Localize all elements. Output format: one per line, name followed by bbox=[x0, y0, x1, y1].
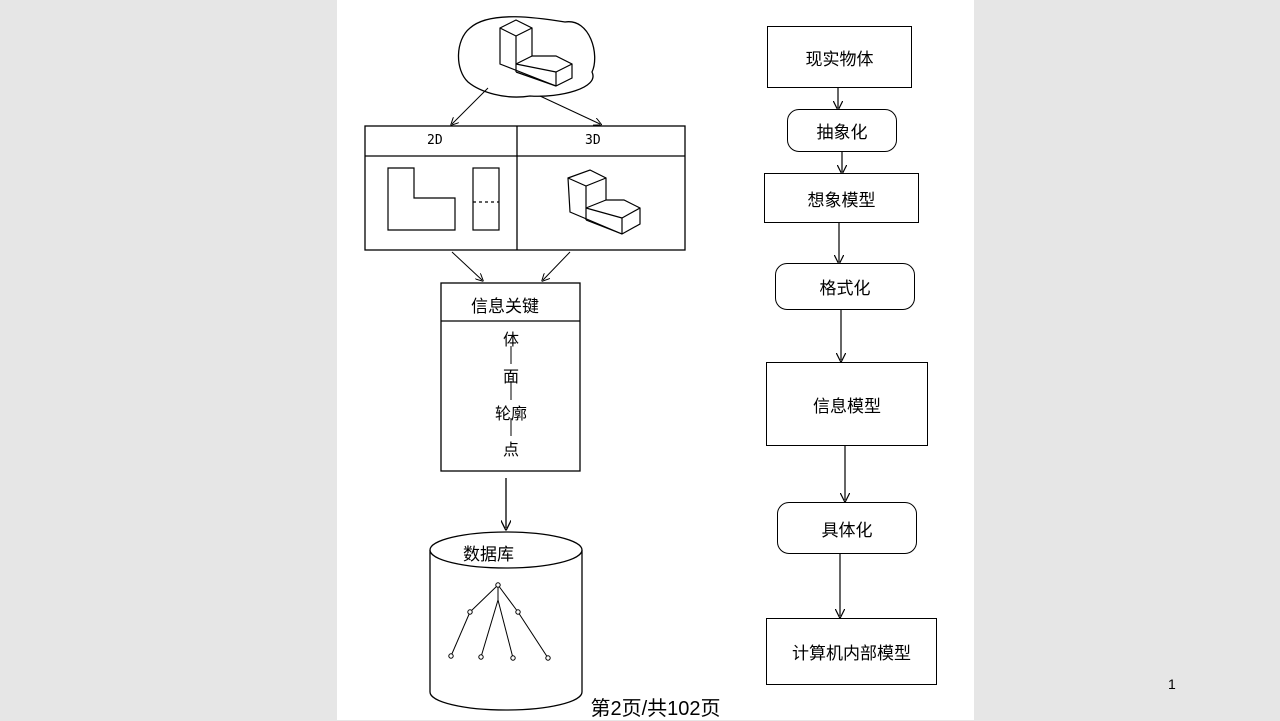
page-footer: 第2页/共102页 bbox=[590, 698, 721, 720]
tree-icon bbox=[448, 582, 551, 661]
key-info-box bbox=[440, 282, 581, 472]
slide-number: 1 bbox=[1168, 676, 1176, 692]
step-information-model: 信息模型 bbox=[766, 362, 928, 446]
hierarchy-face: 面 bbox=[502, 367, 519, 386]
hierarchy-body: 体 bbox=[502, 330, 519, 349]
view-2d-label: 2D bbox=[427, 133, 443, 148]
views-box bbox=[364, 125, 686, 251]
isometric-3d-icon bbox=[567, 169, 641, 235]
front-view-2d-icon bbox=[387, 167, 456, 231]
hierarchy-point: 点 bbox=[502, 440, 519, 459]
step-abstraction: 抽象化 bbox=[787, 109, 897, 152]
step-formatting: 格式化 bbox=[775, 263, 915, 310]
right-flow-arrows bbox=[838, 88, 845, 616]
side-view-2d-icon bbox=[472, 167, 500, 231]
database-label: 数据库 bbox=[463, 545, 514, 565]
step-concretization: 具体化 bbox=[777, 502, 917, 554]
cloud-l-block-icon bbox=[499, 19, 573, 87]
object-cloud-shape bbox=[457, 16, 596, 98]
view-3d-label: 3D bbox=[585, 133, 601, 148]
step-computer-internal-model: 计算机内部模型 bbox=[766, 618, 937, 685]
key-info-title: 信息关键 bbox=[471, 297, 539, 317]
hierarchy-contour: 轮廓 bbox=[494, 404, 527, 423]
step-imagined-model: 想象模型 bbox=[764, 173, 919, 223]
step-real-object: 现实物体 bbox=[767, 26, 912, 88]
